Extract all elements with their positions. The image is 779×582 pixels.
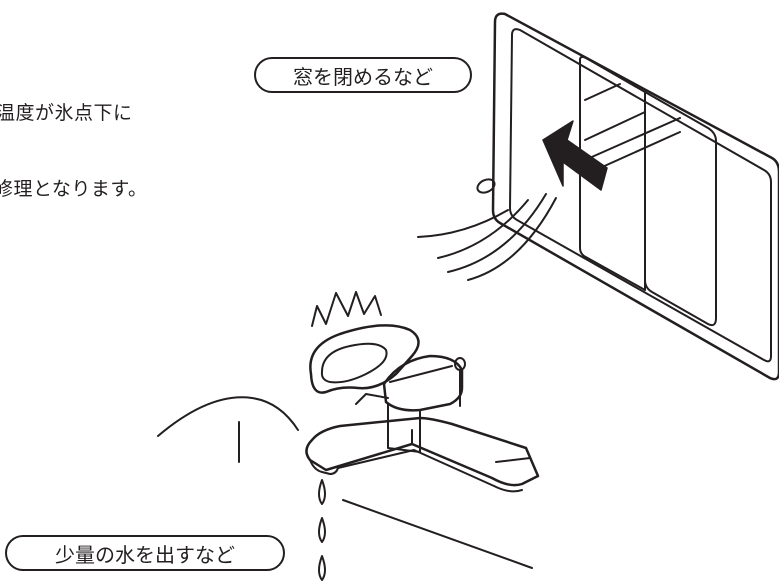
- window-illustration: [491, 12, 779, 381]
- arrow-icon: [542, 120, 608, 191]
- instruction-text-line-2: 修理となります。: [0, 178, 148, 200]
- wind-lines: [417, 178, 557, 281]
- sink-counter: [157, 396, 533, 569]
- window-label: 窓を閉めるなど: [254, 57, 472, 93]
- cold-marks: [311, 291, 382, 327]
- instruction-text-line-1: 温度が氷点下に: [0, 102, 133, 124]
- faucet-illustration: [305, 324, 540, 493]
- water-drops: [318, 479, 326, 581]
- faucet-label: 少量の水を出すなど: [5, 535, 285, 571]
